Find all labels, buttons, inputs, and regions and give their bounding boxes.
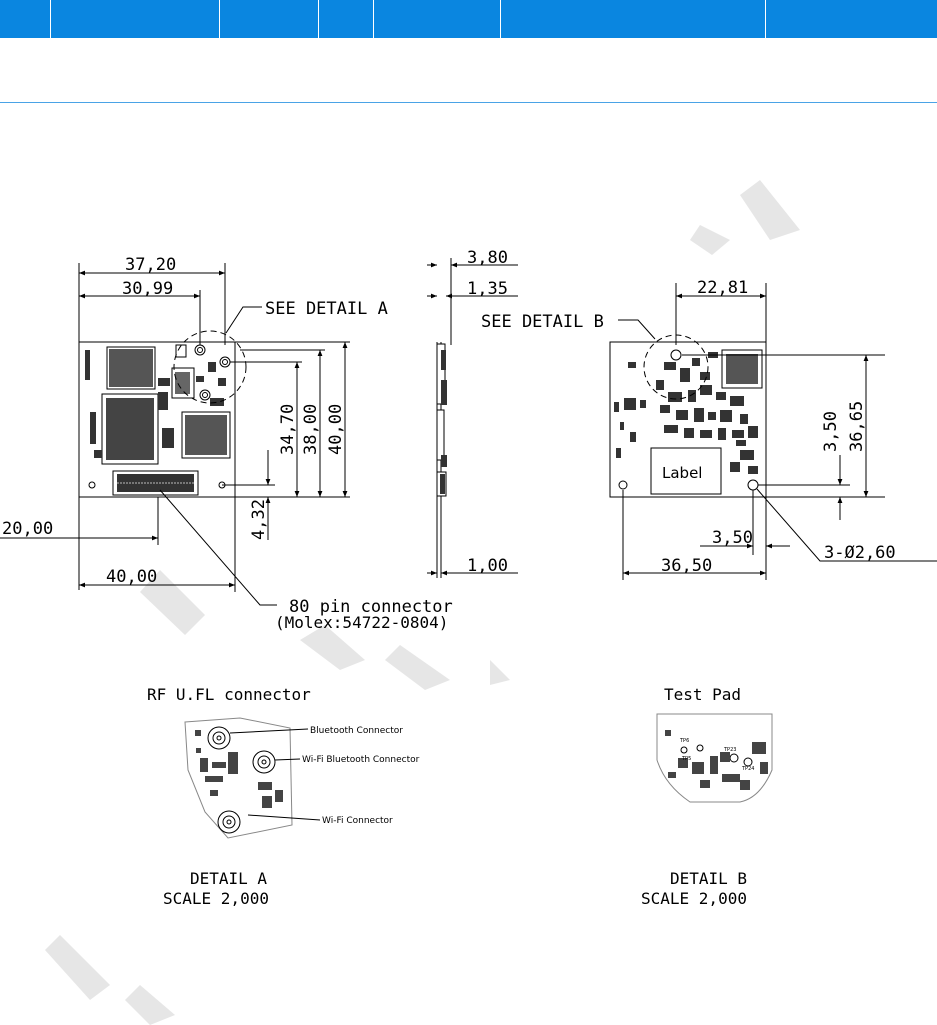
dim-4-32: 4,32 — [249, 499, 269, 540]
detail-a-title: DETAIL A — [190, 869, 267, 888]
watermark — [45, 180, 800, 1025]
dim-40-00-vertical: 40,00 — [326, 404, 346, 455]
test-pad-tp23: TP23 — [723, 747, 736, 753]
wifi-connector-callout: Wi-Fi Connector — [322, 816, 393, 826]
detail-b-title: DETAIL B — [670, 869, 747, 888]
detail-b-scale: SCALE 2,000 — [641, 889, 747, 908]
detail-b — [656, 713, 773, 803]
header-rule — [0, 102, 937, 103]
dim-3-80: 3,80 — [467, 248, 508, 268]
test-pad-title: Test Pad — [664, 685, 741, 704]
header-cell — [374, 0, 501, 38]
bluetooth-connector-callout: Bluetooth Connector — [310, 726, 403, 736]
wifi-bluetooth-connector-callout: Wi-Fi Bluetooth Connector — [302, 755, 420, 765]
dim-34-70: 34,70 — [278, 404, 298, 455]
header-cell — [220, 0, 319, 38]
dimension-labels: 37,20 30,99 34,70 38,00 40,00 4,32 20,00… — [2, 248, 896, 587]
front-dimensions — [0, 263, 350, 606]
header-cell — [0, 0, 51, 38]
header-cell — [501, 0, 766, 38]
side-view — [427, 258, 518, 578]
test-pad-tp24: TP24 — [741, 766, 754, 772]
see-detail-a-label: SEE DETAIL A — [265, 299, 388, 319]
connector-label: 80 pin connector — [289, 597, 453, 617]
dim-36-65: 36,65 — [847, 401, 867, 452]
back-dimensions — [618, 283, 937, 580]
dim-30-99: 30,99 — [122, 279, 173, 299]
dim-40-00-horizontal: 40,00 — [106, 567, 157, 587]
rf-connector-title: RF U.FL connector — [147, 685, 311, 704]
dim-37-20: 37,20 — [125, 255, 176, 275]
label-area-text: Label — [662, 464, 702, 482]
dim-3-50-vertical: 3,50 — [821, 411, 841, 452]
test-pad-tp6: TP6 — [679, 738, 689, 744]
dim-3-50-horizontal: 3,50 — [712, 528, 753, 548]
detail-a — [184, 717, 321, 839]
detail-a-scale: SCALE 2,000 — [163, 889, 269, 908]
dim-20-00: 20,00 — [2, 519, 53, 539]
dim-1-35: 1,35 — [467, 279, 508, 299]
test-pad-tp5: TP5 — [681, 756, 691, 762]
dim-1-00: 1,00 — [467, 556, 508, 576]
dim-38-00: 38,00 — [301, 404, 321, 455]
header-table-bar — [0, 0, 937, 38]
dim-hole-diameter: 3-Ø2,60 — [824, 543, 896, 563]
header-cell — [319, 0, 374, 38]
front-view — [78, 330, 247, 498]
dim-22-81: 22,81 — [697, 278, 748, 298]
see-detail-b-label: SEE DETAIL B — [481, 312, 604, 332]
header-cell — [51, 0, 220, 38]
connector-part-number: (Molex:54722-0804) — [275, 613, 448, 632]
dim-36-50: 36,50 — [661, 556, 712, 576]
drawing-labels: SEE DETAIL A SEE DETAIL B 80 pin connect… — [147, 299, 754, 908]
